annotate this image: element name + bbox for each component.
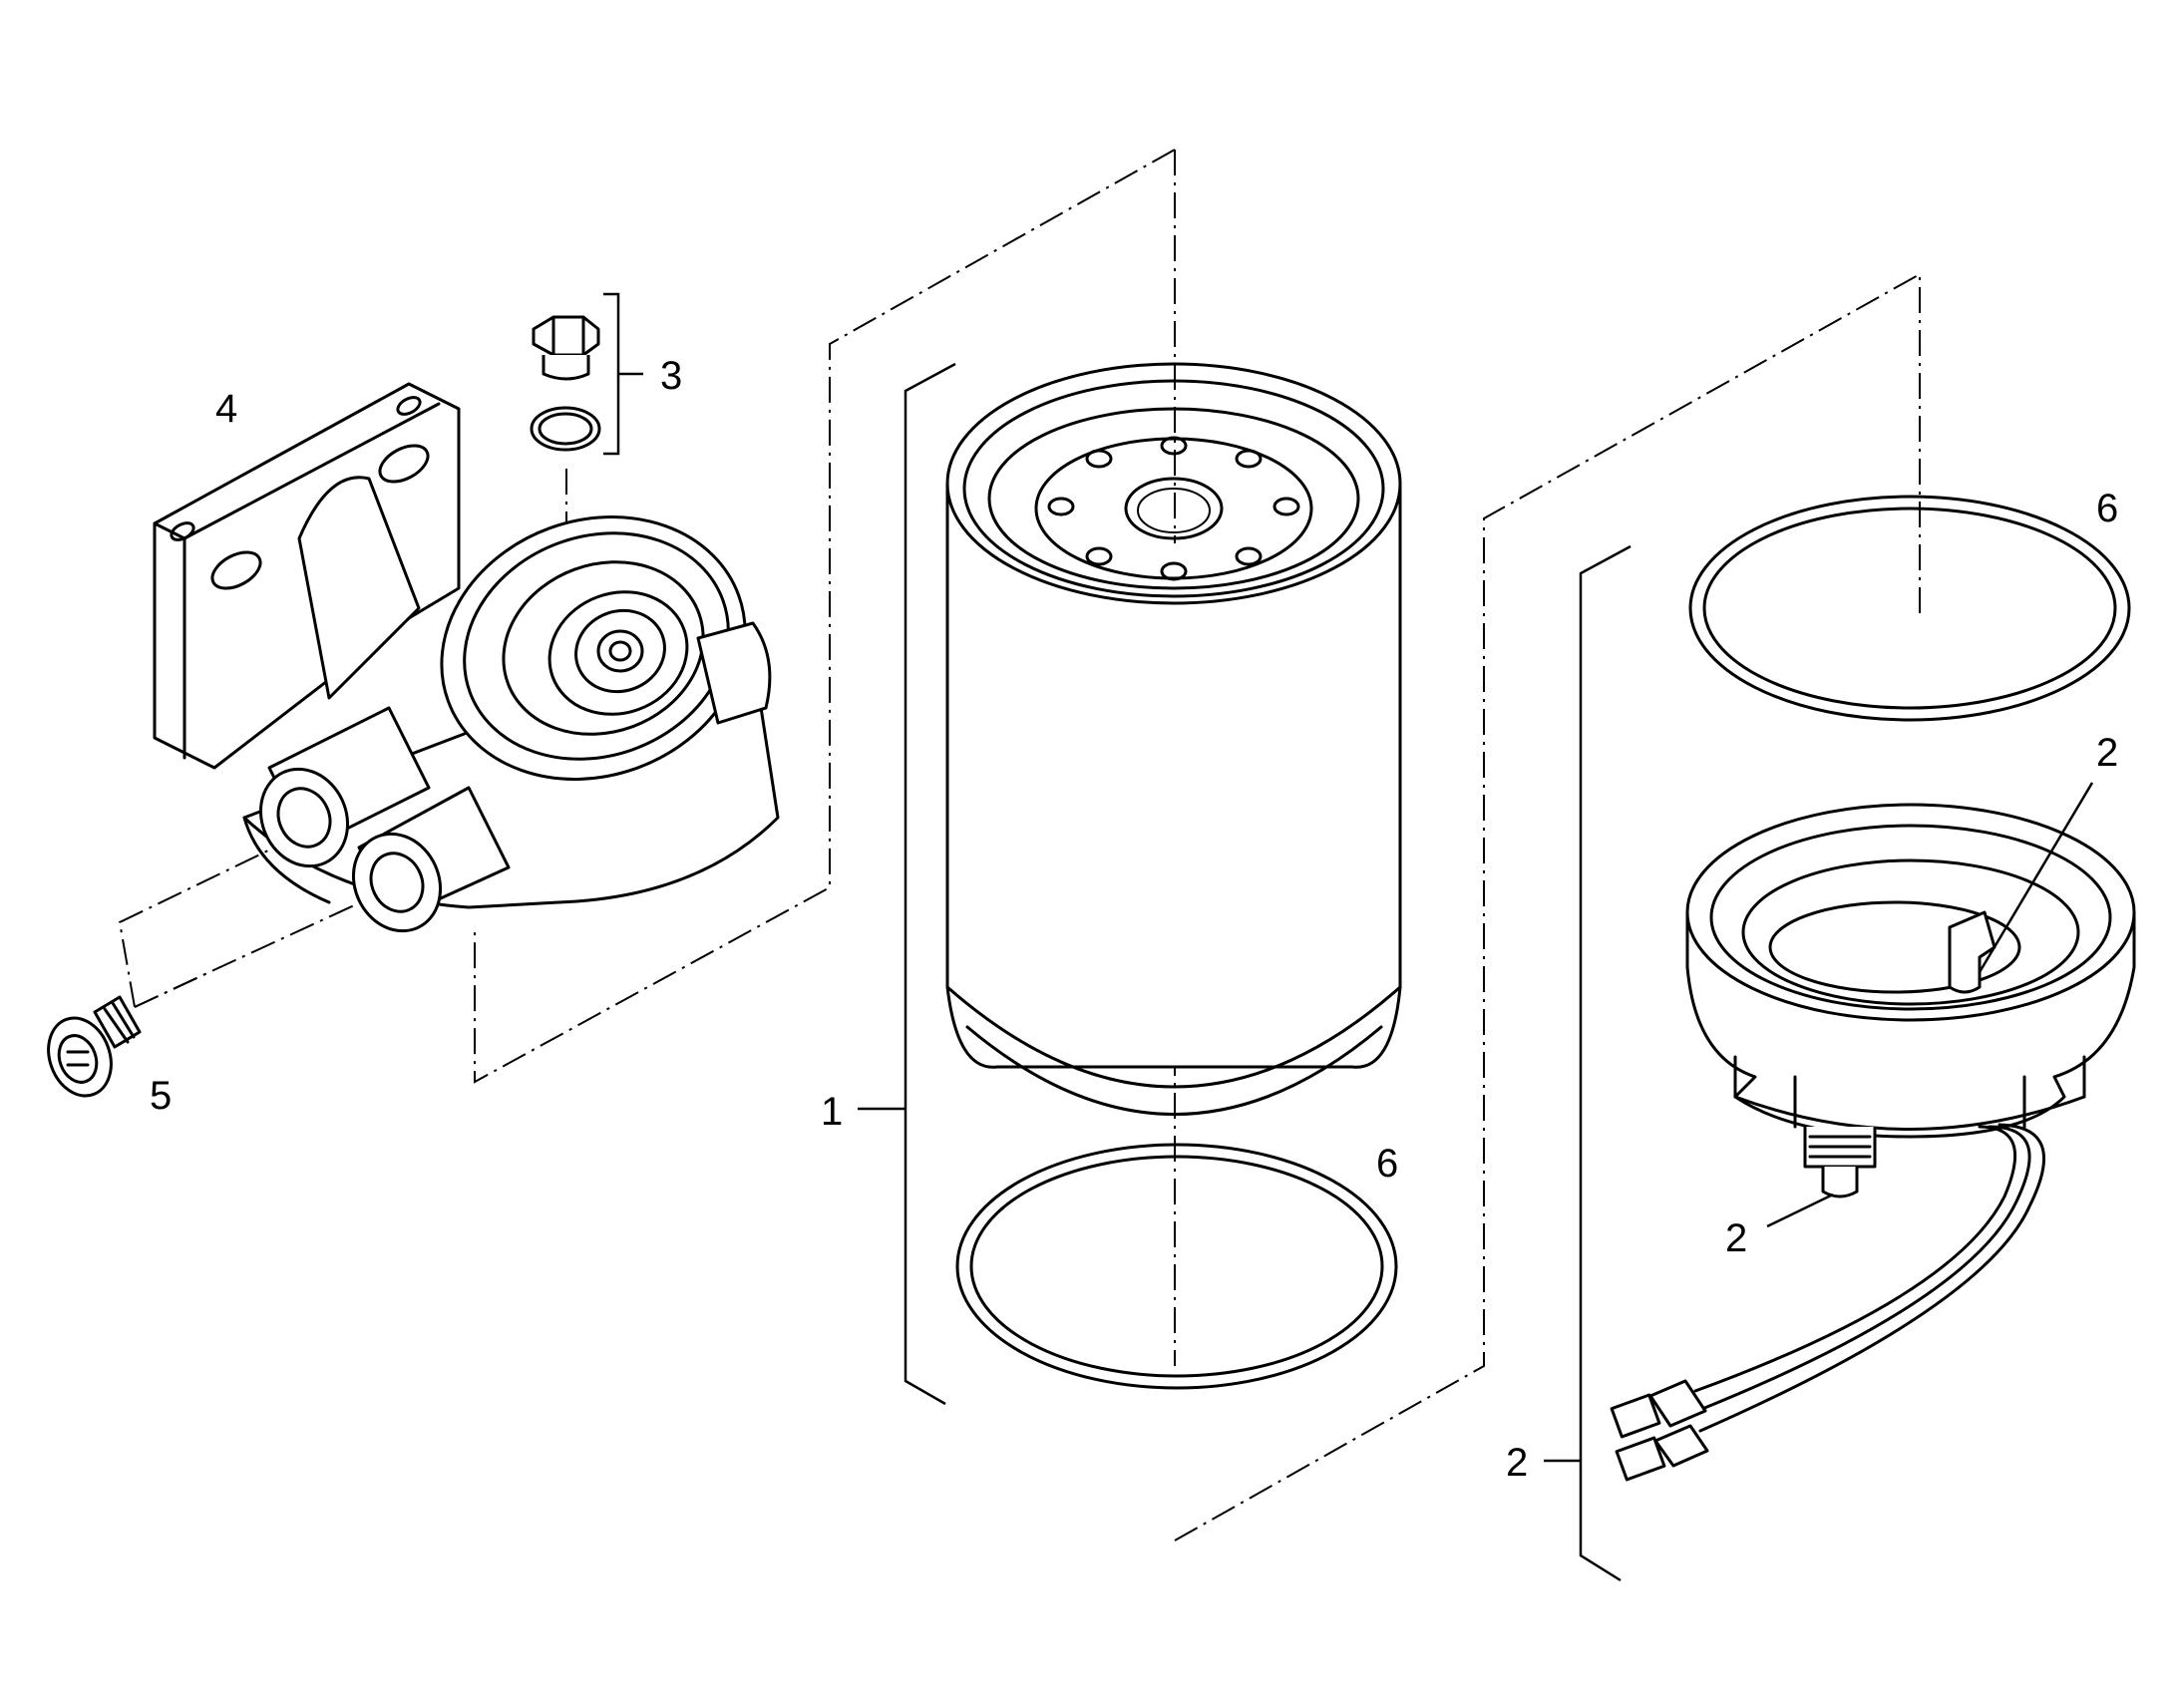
callout-3: 3: [660, 354, 682, 398]
brackets-and-leaders: [603, 292, 2094, 1582]
callout-labels: 1 2 2 2 3 4 5 6 6: [150, 354, 2118, 1485]
filter-cartridge-drawing: [945, 150, 1402, 1116]
callout-2-left: 2: [1506, 1441, 1528, 1485]
callout-2-mid: 2: [1725, 1216, 1747, 1260]
callout-4: 4: [215, 387, 237, 431]
o-ring-drawings: [955, 495, 2131, 1390]
filter-head-drawing: [153, 382, 780, 933]
vent-plug-drawing: [530, 315, 601, 452]
callout-6-right: 6: [2096, 487, 2118, 530]
callout-6-mid: 6: [1376, 1142, 1398, 1186]
water-separator-bowl-drawing: [1610, 803, 2136, 1482]
callout-5: 5: [150, 1074, 172, 1118]
callout-2-top: 2: [2096, 731, 2118, 775]
callout-1: 1: [821, 1090, 843, 1134]
plug-drawing: [47, 995, 142, 1098]
